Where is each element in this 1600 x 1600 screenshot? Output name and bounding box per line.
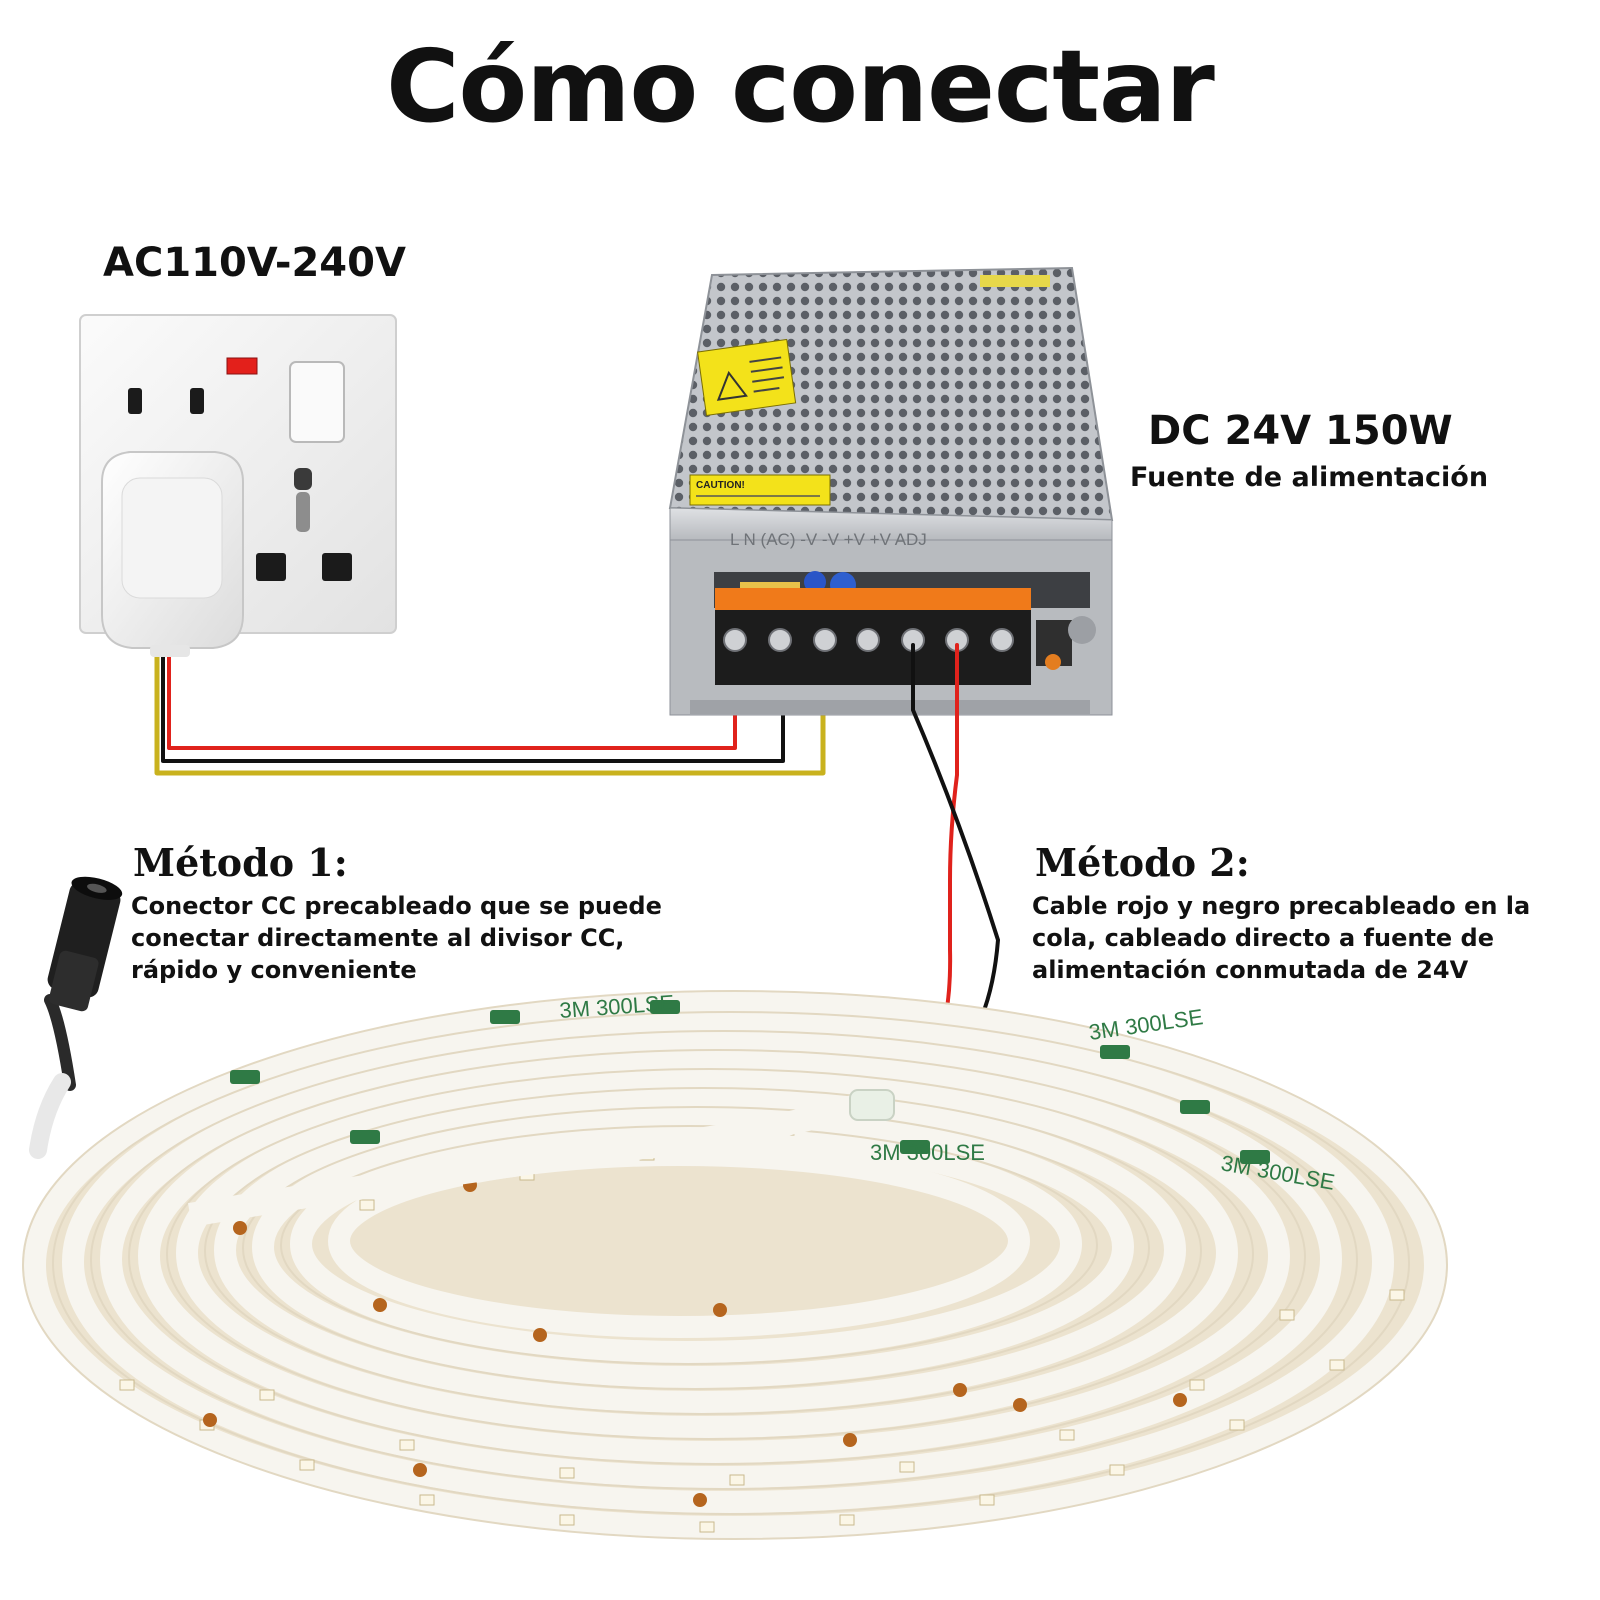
outlet-voltage-label: AC110V-240V [103,240,406,286]
caution-text: CAUTION! [696,480,745,491]
terminal-markings: L N (AC) -V -V +V +V ADJ [730,530,927,549]
resistor-dots [203,1178,1187,1507]
tape-text-1: 3M 300LSE [1087,1004,1204,1045]
method-1-title: Método 1: [133,840,348,885]
tape-3m-logos [230,1000,1270,1164]
outlet-switch [289,361,345,443]
caution-label-front: CAUTION! [689,474,831,506]
wall-outlet [79,314,397,657]
power-supply-subtitle: Fuente de alimentación [1130,462,1489,493]
tape-text-3: 3M 300LSE [870,1140,985,1165]
caution-label-top [697,338,797,416]
method-1-description: Conector CC precableado que se puede con… [131,892,662,984]
power-supply-unit: CAUTION! L N (AC) -V -V +V +V ADJ [668,266,1114,716]
method-2-description: Cable rojo y negro precableado en la col… [1032,892,1531,984]
dc-barrel-connector [29,876,123,1159]
led-strip-reel: 3M 300LSE 3M 300LSE 3M 300LSE 3M 300LSE [22,990,1448,1540]
method-2-title: Método 2: [1035,840,1250,885]
indicator-light [226,357,258,375]
power-supply-rating-label: DC 24V 150W [1148,408,1453,454]
plug-adapter [101,451,244,657]
strip-end-cap [849,1089,895,1121]
page-title: Cómo conectar [386,28,1215,145]
ac-wire-red [167,640,737,750]
terminal-cover [715,588,1031,610]
